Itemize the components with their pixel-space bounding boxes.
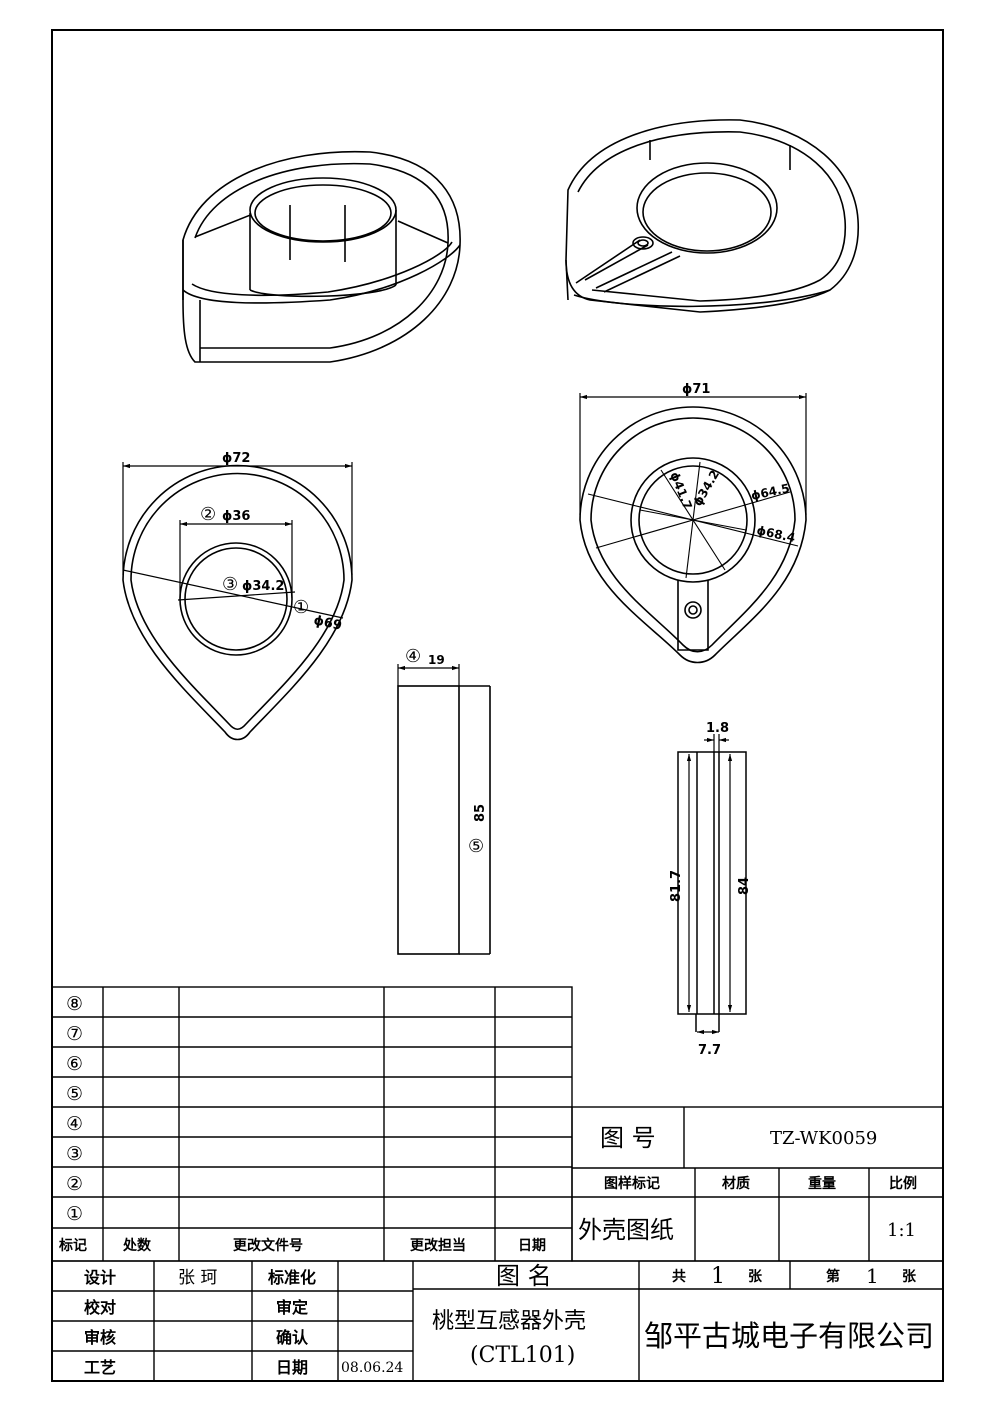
scale-label: 比例	[889, 1175, 917, 1192]
revision-mark-4: ④	[66, 1113, 83, 1135]
back-dia-68-4: ϕ68.4	[755, 523, 796, 545]
section-inner-height: 81.7	[669, 870, 684, 902]
date-value: 08.06.24	[341, 1360, 403, 1376]
sample-mark: 外壳图纸	[578, 1216, 674, 1244]
weight-label: 重量	[808, 1175, 836, 1192]
scale-value: 1:1	[887, 1220, 916, 1241]
callout-5-tube: ⑤	[468, 836, 484, 857]
drawing-number: TZ-WK0059	[770, 1128, 877, 1149]
sample-mark-label: 图样标记	[604, 1175, 660, 1192]
confirm-label: 确认	[276, 1328, 309, 1347]
total-count: 1	[711, 1264, 725, 1289]
process-label: 工艺	[84, 1358, 116, 1377]
callout-2-front: ②	[200, 504, 216, 525]
revision-mark-6: ⑥	[66, 1053, 83, 1075]
header-change-doc: 更改文件号	[233, 1237, 303, 1254]
back-view: ϕ71 ϕ41.7 ϕ34.2 ϕ64.5 ϕ68.4	[579, 382, 807, 664]
revision-headers: 标记 处数 更改文件号 更改担当 日期	[58, 1237, 546, 1254]
front-dia-34-2: ϕ34.2	[242, 579, 284, 594]
section-wall: 1.8	[706, 721, 729, 736]
sheet-unit: 张	[902, 1269, 917, 1285]
header-change-owner: 更改担当	[410, 1237, 466, 1254]
section-bottom: 7.7	[698, 1043, 721, 1058]
header-mark: 标记	[58, 1237, 87, 1254]
callout-4-tube: ④	[405, 646, 421, 667]
callout-3-front: ③	[222, 574, 238, 595]
sheet-number: 1	[866, 1264, 879, 1288]
header-date: 日期	[518, 1238, 546, 1254]
tube-view: ④ 19 ⑤ 85	[397, 646, 491, 955]
callout-1-front: ①	[293, 597, 309, 618]
front-dia-72: ϕ72	[222, 451, 250, 466]
header-count: 处数	[122, 1237, 152, 1254]
sheet-label: 第	[826, 1268, 840, 1285]
revision-mark-5: ⑤	[66, 1083, 83, 1105]
back-dia-71: ϕ71	[682, 382, 710, 397]
section-outer-height: 84	[737, 877, 752, 895]
revision-mark-1: ①	[66, 1203, 83, 1225]
back-dia-64-5: ϕ64.5	[750, 481, 791, 503]
iso-view-back	[565, 119, 860, 313]
front-dia-69: ϕ69	[312, 613, 343, 634]
back-dia-34-2: ϕ34.2	[690, 468, 722, 509]
revision-table	[51, 986, 573, 1262]
front-dia-36: ϕ36	[222, 509, 250, 524]
back-dia-41-7: ϕ41.7	[667, 470, 695, 512]
total-unit: 张	[748, 1269, 763, 1285]
revision-mark-2: ②	[66, 1173, 83, 1195]
name-label: 图 名	[496, 1262, 552, 1290]
approve-label: 审定	[276, 1298, 308, 1317]
designer-name: 张 珂	[178, 1268, 217, 1288]
revision-mark-7: ⑦	[66, 1023, 83, 1045]
standard-label: 标准化	[267, 1268, 316, 1287]
total-label: 共	[672, 1268, 686, 1285]
revision-row-marks: ⑧ ⑦ ⑥ ⑤ ④ ③ ② ①	[66, 993, 83, 1225]
design-label: 设计	[84, 1268, 116, 1287]
tube-height: 85	[473, 804, 488, 822]
iso-view-front	[182, 150, 461, 363]
title-block-lower	[51, 1260, 944, 1382]
revision-mark-3: ③	[66, 1143, 83, 1165]
revision-mark-8: ⑧	[66, 993, 83, 1015]
drawing-number-label: 图 号	[600, 1124, 656, 1152]
date-label: 日期	[276, 1358, 308, 1377]
check-label: 校对	[84, 1298, 116, 1317]
section-view: 1.8 81.7 84 7.7	[669, 721, 752, 1058]
material-label: 材质	[722, 1175, 750, 1192]
front-view: ϕ72 ② ϕ36 ③ ϕ34.2 ① ϕ69	[122, 451, 353, 741]
tube-width: 19	[428, 653, 445, 667]
part-name: 桃型互感器外壳	[432, 1309, 586, 1334]
part-code: (CTL101)	[470, 1343, 575, 1368]
company-name: 邹平古城电子有限公司	[644, 1319, 934, 1353]
review-label: 审核	[84, 1328, 116, 1347]
